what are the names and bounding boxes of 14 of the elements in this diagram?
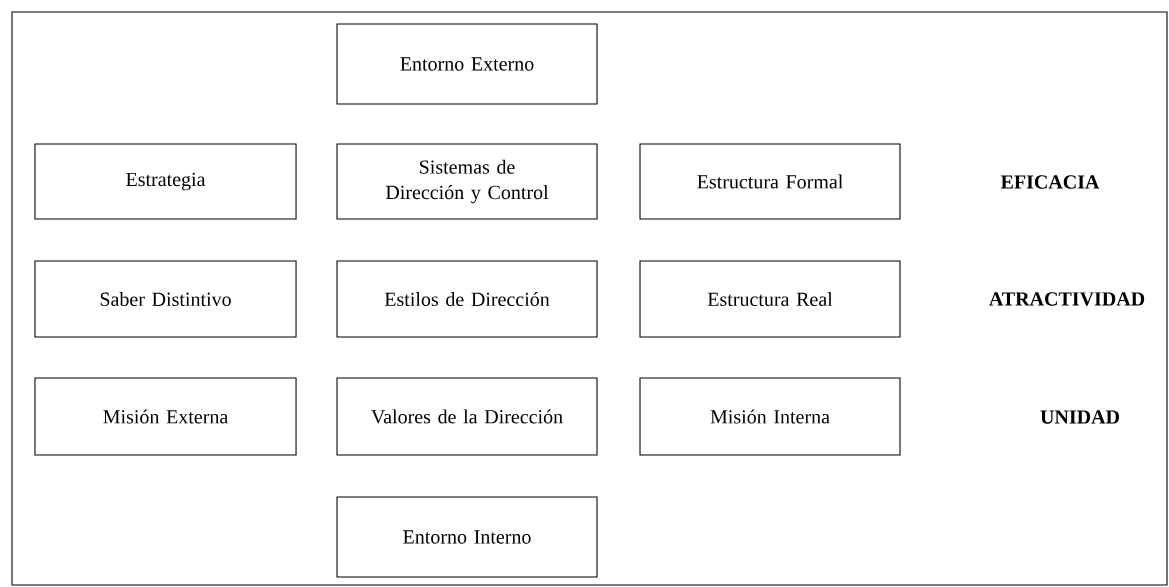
text-box: Estilos de Dirección [336, 260, 598, 338]
text-box: Estructura Real [639, 260, 901, 338]
text-box: Estructura Formal [639, 143, 901, 220]
row-label: UNIDAD [1040, 410, 1119, 424]
text-box: Misión Interna [639, 377, 901, 456]
text-box: Estrategia [34, 143, 297, 220]
text-box: Entorno Interno [336, 496, 598, 578]
text-box: Saber Distintivo [34, 260, 297, 338]
row-label: ATRACTIVIDAD [989, 292, 1145, 306]
text-box: Misión Externa [34, 377, 297, 456]
text-box: Entorno Externo [336, 23, 598, 105]
row-label: EFICACIA [1000, 175, 1100, 189]
text-box: Sistemas de Dirección y Control [336, 143, 598, 220]
text-box: Valores de la Dirección [336, 377, 598, 456]
